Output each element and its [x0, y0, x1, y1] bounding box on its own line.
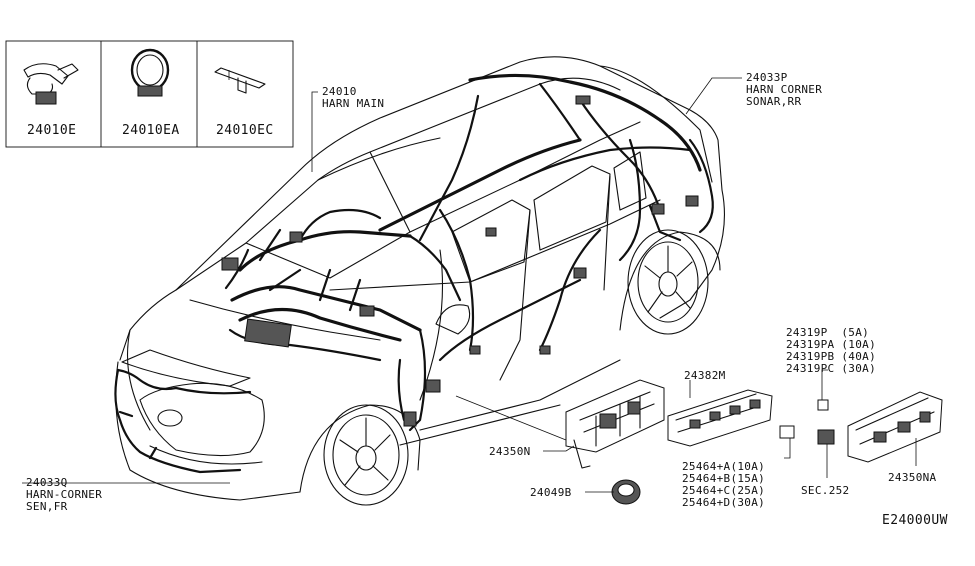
fuse-list-bottom-1: 25464+B(15A) [682, 472, 765, 485]
leader-lines [22, 77, 917, 493]
harness-main [224, 73, 714, 432]
label-24382m: 24382M [684, 369, 726, 382]
inset-panel: 24010E 24010EA 24010EC [5, 40, 294, 148]
clip-24010ec-icon [214, 67, 266, 94]
bracket-24350n [565, 379, 665, 469]
label-sonar-rr: SONAR,RR [746, 95, 801, 108]
labels: 24010 HARN MAIN 24033P HARN CORNER SONAR… [26, 71, 948, 528]
fuse-list-top-1: 24319PA (10A) [786, 338, 876, 351]
label-sec-252: SEC.252 [801, 484, 849, 497]
fuse-list-bottom-2: 25464+C(25A) [682, 484, 765, 497]
car-body-outline [115, 56, 726, 506]
label-harn-corner-rr: HARN CORNER [746, 83, 822, 96]
label-24049b: 24049B [530, 486, 572, 499]
inset-label-24010e: 24010E [27, 123, 76, 138]
label-24033p: 24033P [746, 71, 788, 84]
label-sen-fr: SEN,FR [26, 500, 68, 513]
clip-24010ea-icon [130, 48, 170, 97]
fuse-small [779, 399, 835, 445]
fuse-list-top-0: 24319P (5A) [786, 326, 869, 339]
label-24350n: 24350N [489, 445, 531, 458]
clip-24010e-icon [23, 63, 79, 105]
label-24010: 24010 [322, 85, 357, 98]
harness-corner-front [114, 368, 252, 474]
fuse-list-top-2: 24319PB (40A) [786, 350, 876, 363]
inset-label-24010ea: 24010EA [122, 123, 180, 138]
fuse-block-24382m [667, 389, 773, 447]
diagram-code: E24000UW [882, 513, 948, 528]
connectors [221, 95, 699, 427]
fuse-list-top-3: 24319PC (30A) [786, 362, 876, 375]
label-harn-corner-fr: HARN-CORNER [26, 488, 102, 501]
label-24350na: 24350NA [888, 471, 937, 484]
inset-label-24010ec: 24010EC [216, 123, 274, 138]
grommet-24049b [611, 479, 641, 505]
label-harn-main: HARN MAIN [322, 97, 384, 110]
fuse-block-24350na [847, 391, 943, 463]
label-24033q: 24033Q [26, 476, 68, 489]
fuse-list-bottom-0: 25464+A(10A) [682, 460, 765, 473]
fuse-list-bottom-3: 25464+D(30A) [682, 496, 765, 509]
